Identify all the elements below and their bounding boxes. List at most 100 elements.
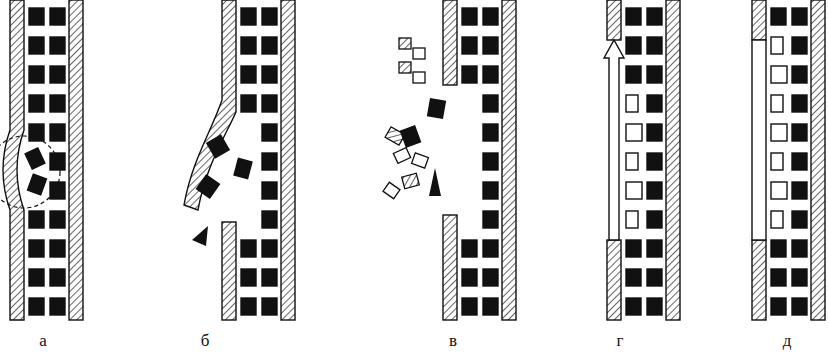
black-block (50, 8, 65, 25)
black-block (626, 66, 641, 83)
black-block (50, 124, 65, 141)
black-block (626, 298, 641, 315)
black-block (792, 66, 807, 83)
black-block (626, 240, 641, 257)
black-block (50, 37, 65, 54)
wall-fragment (413, 72, 425, 83)
black-block (262, 8, 277, 25)
hatched-wall (502, 0, 516, 320)
black-block (792, 182, 807, 199)
black-block (207, 135, 229, 158)
black-block (28, 174, 47, 195)
migration-arrow (604, 40, 624, 240)
black-block (626, 269, 641, 286)
empty-block (771, 37, 783, 54)
black-block (241, 95, 256, 112)
black-block (483, 124, 498, 141)
black-block (462, 37, 477, 54)
panel-a (0, 0, 83, 320)
wedge-marker (429, 168, 441, 196)
hatched-wall (607, 0, 621, 40)
empty-block (771, 95, 783, 112)
black-block (262, 66, 277, 83)
black-block (241, 269, 256, 286)
empty-block (626, 153, 638, 170)
black-block (483, 37, 498, 54)
black-block (792, 298, 807, 315)
black-block (792, 8, 807, 25)
black-block (262, 153, 277, 170)
hatched-wall (222, 222, 236, 320)
black-block (483, 8, 498, 25)
black-block (50, 182, 65, 199)
black-block (771, 269, 786, 286)
empty-block (771, 66, 787, 83)
black-block (29, 8, 44, 25)
black-block (462, 240, 477, 257)
empty-block (771, 182, 787, 199)
black-block (50, 211, 65, 228)
black-block (483, 240, 498, 257)
black-block (483, 269, 498, 286)
black-block (792, 95, 807, 112)
black-block (483, 153, 498, 170)
black-block (626, 8, 641, 25)
empty-block (626, 211, 638, 228)
black-block (647, 240, 662, 257)
hatched-wall (666, 0, 680, 320)
wall-fragment (412, 153, 429, 168)
panel-letter: б (201, 332, 210, 349)
wall-fragment (383, 182, 400, 198)
black-block (462, 66, 477, 83)
black-block (428, 99, 446, 118)
black-block (29, 66, 44, 83)
empty-block (771, 124, 787, 141)
black-block (462, 298, 477, 315)
hatched-wall (3, 0, 24, 320)
black-block (241, 298, 256, 315)
empty-block (626, 95, 638, 112)
black-block (50, 66, 65, 83)
black-block (50, 298, 65, 315)
black-block (647, 124, 662, 141)
black-block (483, 182, 498, 199)
black-block (647, 66, 662, 83)
black-block (401, 126, 421, 147)
black-block (792, 153, 807, 170)
black-block (771, 8, 786, 25)
black-block (234, 158, 252, 178)
black-block (792, 211, 807, 228)
panel-e (752, 0, 825, 320)
black-block (241, 8, 256, 25)
black-block (771, 298, 786, 315)
black-block (483, 95, 498, 112)
wall-fragment (393, 148, 410, 164)
black-block (462, 8, 477, 25)
black-block (262, 182, 277, 199)
hatched-wall (69, 0, 83, 320)
hatched-wall (811, 0, 825, 320)
empty-block (626, 124, 642, 141)
black-block (647, 211, 662, 228)
empty-block (626, 182, 642, 199)
black-block (647, 37, 662, 54)
black-block (262, 95, 277, 112)
black-block (262, 211, 277, 228)
black-block (647, 153, 662, 170)
empty-block (771, 153, 783, 170)
black-block (262, 124, 277, 141)
panel-c (383, 0, 516, 320)
black-block (29, 240, 44, 257)
hatched-wall (752, 240, 766, 320)
black-block (29, 269, 44, 286)
black-block (647, 182, 662, 199)
wall-fragment (402, 173, 420, 188)
wall-fragment (399, 38, 411, 49)
black-block (792, 269, 807, 286)
black-block (647, 8, 662, 25)
black-block (483, 298, 498, 315)
black-block (483, 66, 498, 83)
black-block (50, 153, 65, 170)
new-wall (752, 40, 766, 240)
